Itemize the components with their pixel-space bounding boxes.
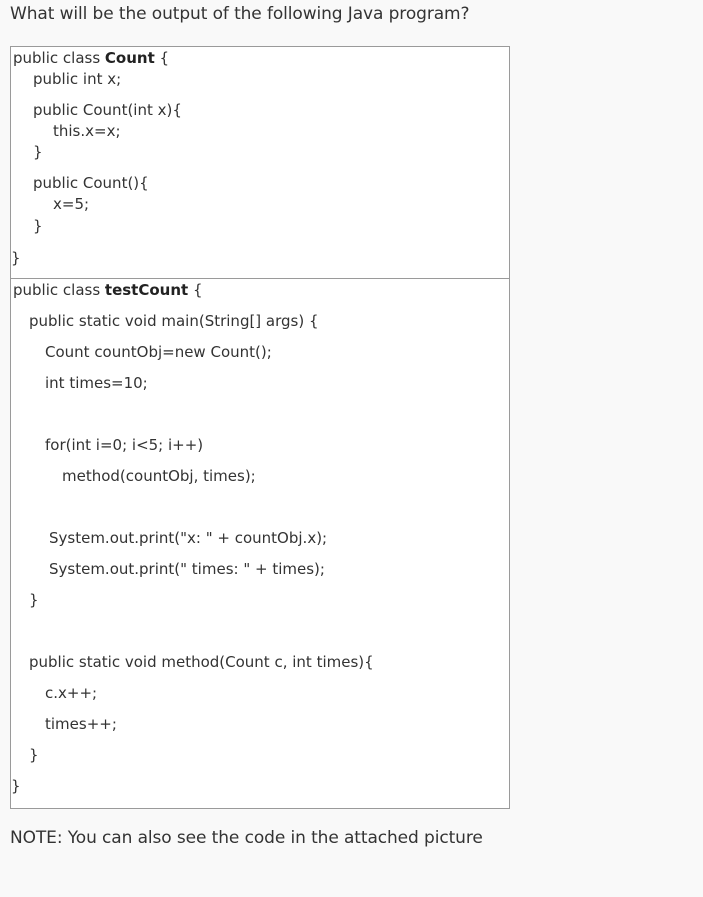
code-cell-testcount-class: public class testCount { public static v…: [11, 279, 509, 808]
code-line: public Count(int x){: [33, 101, 182, 119]
code-line: System.out.print("x: " + countObj.x);: [49, 529, 328, 547]
code-line: method(countObj, times);: [62, 467, 256, 485]
code-line: int times=10;: [45, 374, 148, 392]
code-line: }: [33, 217, 43, 235]
note-text: NOTE: You can also see the code in the a…: [10, 828, 483, 848]
code-line: System.out.print(" times: " + times);: [49, 560, 325, 578]
code-line: public Count(){: [33, 174, 149, 192]
code-line: public int x;: [33, 70, 122, 88]
code-cell-count-class: public class Count { public int x; publi…: [11, 47, 509, 279]
code-line: public static void method(Count c, int t…: [29, 653, 374, 671]
class-name: Count: [104, 49, 155, 67]
code-line: Count countObj=new Count();: [45, 343, 272, 361]
code-line: for(int i=0; i<5; i++): [45, 436, 204, 454]
code-line: x=5;: [53, 195, 90, 213]
code-line: public class testCount {: [13, 281, 203, 299]
class-name: testCount: [104, 281, 189, 299]
code-line: this.x=x;: [53, 122, 121, 140]
question-text: What will be the output of the following…: [10, 4, 470, 24]
code-line: public static void main(String[] args) {: [29, 312, 319, 330]
code-table: public class Count { public int x; publi…: [10, 46, 510, 809]
code-line: }: [11, 777, 21, 795]
code-line: c.x++;: [45, 684, 98, 702]
code-line: }: [29, 591, 39, 609]
code-line: times++;: [45, 715, 117, 733]
code-line: }: [33, 143, 43, 161]
code-line: public class Count {: [13, 49, 170, 67]
code-line: }: [29, 746, 39, 764]
code-line: }: [11, 249, 21, 267]
